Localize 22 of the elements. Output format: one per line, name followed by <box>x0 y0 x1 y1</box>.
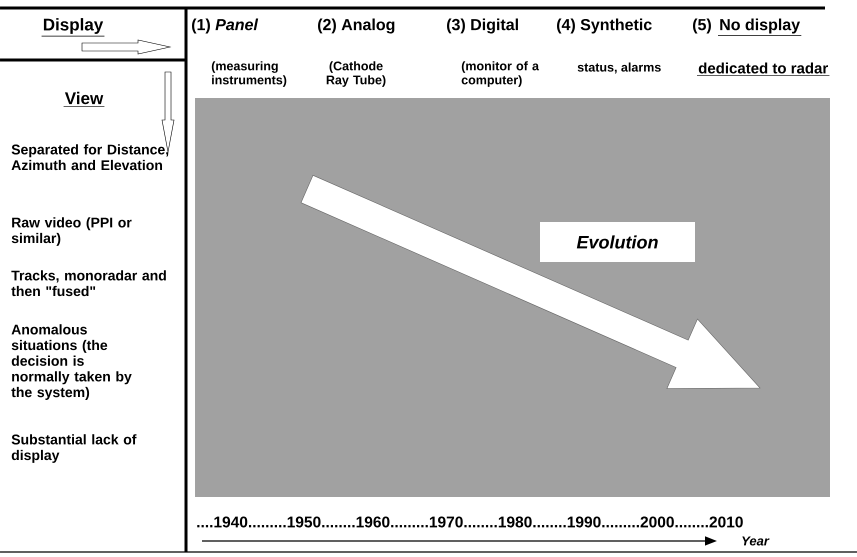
view-item: Raw video (PPI or similar) <box>12 217 132 246</box>
view-item: Anomalous situations (the decision is normally taken by the system) <box>11 324 132 400</box>
description: dedicated to radar <box>696 62 830 76</box>
year-scale: ....1940.........1950........1960.........1970........1980........1990.........2000........2010 <box>197 516 743 528</box>
description: status, alarms <box>578 62 661 74</box>
description: (measuring instruments) <box>212 61 286 87</box>
column-heading: View <box>63 92 105 107</box>
view-item: Tracks, monoradar and then "fused" <box>11 270 166 296</box>
display-type: No display <box>718 18 802 36</box>
view-item: Substantial lack of display <box>12 434 136 463</box>
display-type: (1) Panel <box>192 18 258 34</box>
display-type: (5) <box>693 18 711 34</box>
evolution-box: Evolution <box>540 222 695 262</box>
display-type: (2) Analog <box>318 18 394 34</box>
panel-background <box>195 98 830 497</box>
view-item: Separated for Distance, Azimuth and Elevation <box>12 144 168 170</box>
axis-label: Year <box>742 536 770 546</box>
display-type: (4) Synthetic <box>557 18 652 34</box>
column-heading: Display <box>41 18 105 36</box>
display-type: (3) Digital <box>447 18 518 34</box>
description: (Cathode Ray Tube) <box>326 61 386 87</box>
description: (monitor of a computer) <box>462 61 540 87</box>
